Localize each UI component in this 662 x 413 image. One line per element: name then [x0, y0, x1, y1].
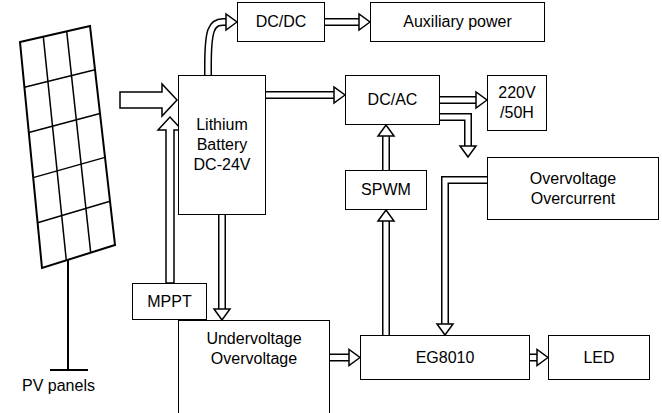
arrow-outline: [330, 354, 349, 362]
arrowhead: [214, 309, 230, 320]
arrow-outline: [382, 136, 390, 170]
arrow-outline: [440, 117, 468, 146]
hollow-arrow: [330, 350, 360, 366]
arrowhead: [378, 210, 394, 221]
output-box: Auxiliary power: [370, 2, 545, 42]
arrow-fill: [208, 22, 226, 75]
box-label: Lithium Battery DC-24V: [187, 115, 257, 175]
controller-chip-box: EG8010: [360, 335, 530, 380]
box-label: Undervoltage Overvoltage: [198, 329, 310, 369]
hollow-arrow: [214, 215, 230, 320]
arrow-fill: [530, 355, 537, 360]
hollow-arrow: [325, 14, 370, 30]
arrow-fill: [384, 136, 389, 170]
arrow-fill: [384, 221, 389, 335]
box-label: MPPT: [147, 292, 191, 312]
modulation-box: SPWM: [345, 170, 427, 210]
arrowhead: [226, 14, 237, 30]
figure-label: PV panels: [22, 377, 95, 395]
hollow-arrow: [378, 210, 394, 335]
protection-box: Undervoltage Overvoltage: [178, 320, 330, 413]
pv-to-battery-arrow: [120, 84, 177, 116]
protection-box: Overvoltage Overcurrent: [487, 157, 659, 220]
arrow-fill: [440, 117, 468, 146]
arrowhead: [359, 14, 370, 30]
hollow-arrow: [440, 92, 487, 108]
arrowhead: [349, 350, 360, 366]
arrow-outline: [382, 221, 390, 335]
arrow-outline: [325, 18, 359, 26]
battery-box: Lithium Battery DC-24V: [178, 75, 266, 215]
arrowhead: [334, 87, 345, 103]
converter-box: DC/DC: [237, 2, 325, 42]
arrow-outline: [440, 96, 476, 104]
indicator-box: LED: [548, 335, 650, 380]
box-label: EG8010: [416, 348, 475, 368]
arrow-fill: [440, 98, 476, 103]
arrow-fill: [220, 215, 225, 309]
arrow-outline: [208, 22, 226, 75]
controller-box: MPPT: [132, 283, 207, 320]
box-label: Auxiliary power: [403, 12, 511, 32]
arrowhead: [476, 92, 487, 108]
arrow-fill: [325, 20, 359, 25]
hollow-arrow: [437, 180, 487, 335]
hollow-arrow: [530, 350, 548, 366]
arrow-fill: [330, 355, 349, 360]
arrowhead: [460, 146, 476, 157]
inverter-box: DC/AC: [345, 75, 440, 125]
hollow-arrow: [378, 125, 394, 170]
arrow-outline: [218, 215, 226, 309]
arrow-outline: [266, 91, 334, 99]
arrow-outline: [445, 180, 487, 324]
box-label: SPWM: [361, 180, 411, 200]
pv-panel: [20, 26, 115, 370]
box-label: DC/DC: [256, 12, 307, 32]
box-label: LED: [583, 348, 614, 368]
arrow-fill: [445, 180, 487, 324]
arrowhead: [437, 324, 453, 335]
hollow-arrow: [266, 87, 345, 103]
arrow-fill: [266, 93, 334, 98]
box-label: DC/AC: [368, 90, 418, 110]
arrowhead: [537, 350, 548, 366]
hollow-arrow: [440, 117, 476, 157]
box-label: Overvoltage Overcurrent: [518, 169, 628, 209]
hollow-arrow: [208, 14, 237, 75]
arrowhead: [378, 125, 394, 136]
box-label: 220V /50H: [492, 83, 542, 123]
output-box: 220V /50H: [487, 75, 547, 131]
arrow-outline: [530, 354, 537, 362]
